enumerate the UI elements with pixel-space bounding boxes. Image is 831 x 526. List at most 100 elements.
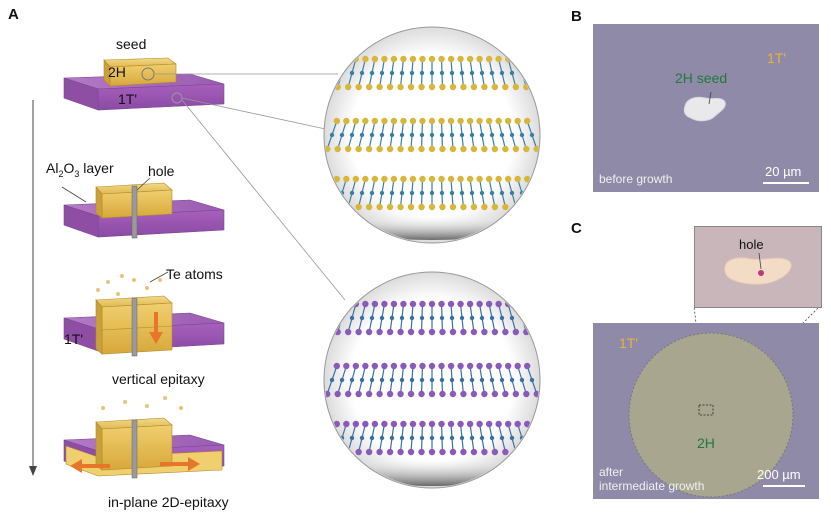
- lattice-atom: [369, 190, 375, 196]
- lattice-atom: [439, 328, 446, 336]
- lattice-atom: [419, 377, 425, 383]
- lattice-atom: [399, 70, 405, 76]
- lattice-atom: [469, 132, 475, 138]
- lattice-atom: [449, 132, 455, 138]
- lattice-atom: [524, 117, 531, 125]
- lattice-atom: [379, 377, 385, 383]
- lattice-atom: [438, 300, 445, 308]
- lattice-atom: [407, 83, 415, 91]
- lattice-atom: [371, 420, 379, 428]
- lattice-atom: [533, 328, 539, 336]
- lattice-atom: [499, 377, 505, 383]
- lattice-atom: [460, 328, 467, 336]
- lattice-atom: [379, 70, 385, 76]
- scale-label-c: 200 µm: [757, 467, 801, 482]
- lattice-atom: [429, 132, 435, 138]
- lattice-atom: [447, 362, 455, 370]
- lattice-atom: [529, 132, 535, 138]
- lattice-atom: [339, 377, 345, 383]
- lattice-atom: [466, 362, 474, 370]
- lattice-atom: [470, 390, 478, 398]
- lattice-atom: [376, 328, 383, 336]
- lattice-atom: [352, 117, 360, 125]
- lattice-atom: [409, 190, 415, 196]
- lattice-atom: [429, 315, 435, 321]
- al2o3-layer-label: Al2O3 layer: [46, 160, 114, 179]
- lattice-atom: [499, 132, 505, 138]
- lattice-atom: [419, 190, 425, 196]
- lattice-atom: [485, 300, 493, 308]
- lattice-atom: [381, 117, 388, 125]
- lattice-atom: [512, 390, 520, 398]
- lattice-atom: [533, 83, 539, 91]
- lattice-atom: [344, 83, 352, 91]
- lattice-atom: [333, 55, 340, 63]
- lattice-atom: [481, 328, 488, 336]
- lattice-atom: [333, 300, 340, 308]
- micrograph-after-growth: 1T' 2H after intermediate growth 200 µm: [593, 323, 819, 499]
- lattice-atom: [459, 435, 465, 441]
- lattice-atom: [476, 175, 483, 183]
- lattice-atom: [379, 132, 385, 138]
- lattice-atom: [509, 435, 515, 441]
- lattice-atom: [449, 83, 457, 91]
- seed-label-b: 2H seed: [675, 70, 728, 86]
- lattice-atom: [495, 362, 502, 370]
- lattice-atom: [428, 83, 436, 91]
- lattice-atom: [449, 390, 457, 398]
- substrate-phase-label-2: 1T': [64, 331, 84, 347]
- lattice-atom: [419, 175, 426, 183]
- lattice-atom: [469, 70, 475, 76]
- scale-bar-c: [763, 485, 805, 487]
- lattice-atom: [449, 203, 457, 211]
- lattice-atom: [325, 448, 331, 456]
- lattice-atom: [524, 300, 531, 308]
- lattice-atom: [371, 175, 379, 183]
- lattice-atom: [409, 175, 417, 183]
- lattice-atom: [359, 70, 365, 76]
- lattice-atom: [400, 362, 407, 370]
- lattice-atom: [386, 145, 394, 153]
- lattice-atom: [355, 328, 362, 336]
- lattice-atom: [355, 203, 362, 211]
- stage2-schematic: [61, 177, 225, 239]
- lattice-atom: [514, 117, 521, 125]
- lattice-atom: [362, 420, 369, 428]
- lattice-atom: [349, 315, 355, 321]
- lattice-atom: [524, 362, 531, 370]
- seed-phase-label: 2H: [108, 64, 126, 80]
- lattice-atom: [429, 377, 435, 383]
- lattice-atom: [381, 420, 388, 428]
- lattice-atom: [499, 70, 505, 76]
- lattice-atom: [499, 435, 505, 441]
- lattice-atom: [514, 175, 521, 183]
- lattice-atom: [459, 190, 465, 196]
- lattice-atom: [419, 435, 425, 441]
- lattice-atom: [409, 420, 417, 428]
- lattice-atom: [399, 132, 405, 138]
- lattice-atom: [399, 190, 405, 196]
- lattice-atom: [409, 435, 415, 441]
- lattice-atom: [514, 300, 521, 308]
- lattice-atom: [362, 55, 369, 63]
- lattice-atom: [369, 132, 375, 138]
- lattice-atom: [449, 328, 457, 336]
- hole-marker: [758, 270, 764, 276]
- lattice-atom: [419, 362, 426, 370]
- lattice-atom: [447, 300, 455, 308]
- lattice-atom: [369, 377, 375, 383]
- lattice-atom: [400, 300, 407, 308]
- lattice-atom: [523, 390, 530, 398]
- lattice-atom: [376, 390, 383, 398]
- lattice-atom: [439, 83, 446, 91]
- lattice-atom: [502, 83, 509, 91]
- lattice-atom: [389, 190, 395, 196]
- lattice-atom: [470, 145, 478, 153]
- timeline-arrow: [29, 466, 37, 476]
- lattice-atom: [509, 315, 515, 321]
- lattice-atom: [495, 175, 502, 183]
- lattice-atom: [376, 203, 383, 211]
- lattice-atom: [460, 145, 467, 153]
- lattice-atom: [381, 175, 388, 183]
